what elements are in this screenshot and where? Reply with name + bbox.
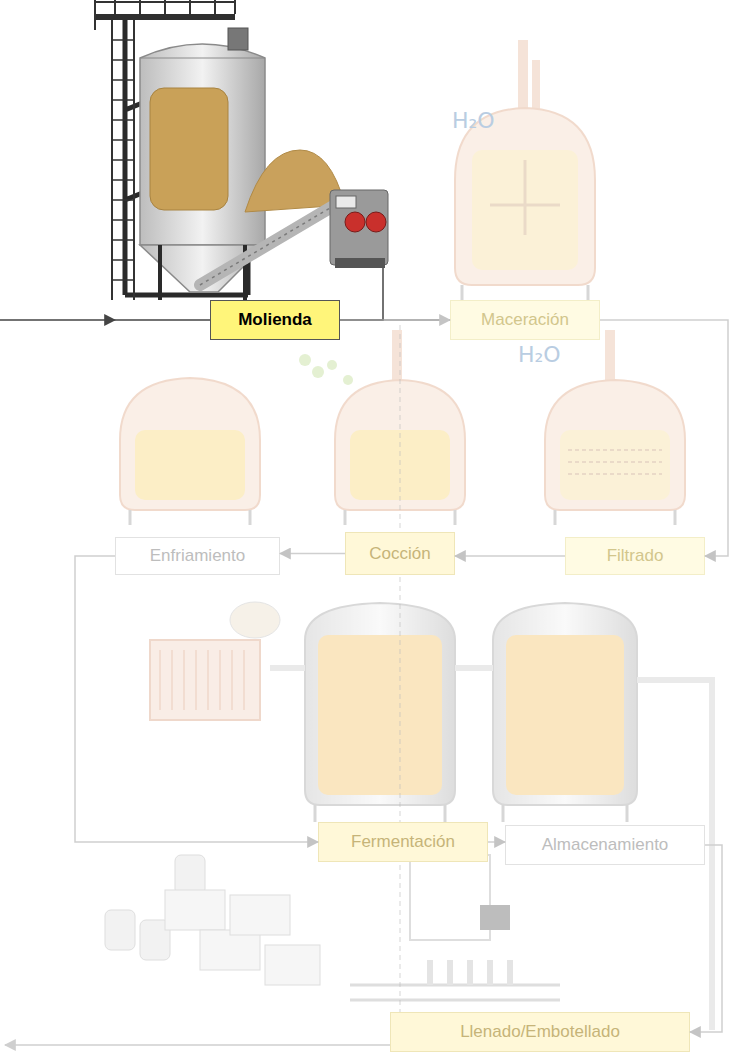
process-box: Filtrado — [565, 537, 705, 575]
step-label: Fermentación — [351, 832, 455, 852]
mash-tun — [455, 108, 595, 285]
false-bottom — [568, 450, 662, 474]
flow-arrow — [280, 553, 345, 555]
flow-arrow — [488, 841, 505, 843]
lauter-tun — [545, 380, 685, 510]
process-box: Molienda — [210, 300, 340, 340]
crate — [200, 930, 260, 970]
water-label: H₂O — [452, 108, 495, 133]
keg — [175, 855, 205, 895]
silo-body — [140, 44, 265, 245]
hop — [299, 354, 311, 366]
filler-frame — [410, 855, 490, 940]
legs — [130, 510, 250, 525]
process-box: Maceración — [450, 300, 600, 340]
yeast — [230, 602, 280, 638]
pipe — [605, 330, 615, 380]
water-label: H₂O — [518, 342, 561, 367]
process-box: Cocción — [345, 532, 455, 575]
hop — [327, 360, 337, 370]
crate — [265, 945, 320, 985]
process-box: Almacenamiento — [505, 825, 705, 865]
step-label: Molienda — [238, 310, 312, 330]
pipe — [270, 668, 712, 1030]
storage-content — [506, 635, 624, 795]
input-arrow — [0, 319, 115, 321]
step-label: Almacenamiento — [542, 835, 669, 855]
conveyor — [350, 985, 560, 1000]
mixer — [490, 160, 560, 235]
input-line — [115, 319, 210, 321]
hop — [343, 375, 353, 385]
step-label: Enfriamiento — [150, 546, 245, 566]
process-box: Llenado/Embotellado — [390, 1012, 690, 1052]
flow-arrow — [75, 556, 318, 842]
step-label: Llenado/Embotellado — [460, 1022, 620, 1042]
ladder-rungs — [112, 40, 134, 280]
feed-line — [340, 265, 383, 320]
fermenter-content — [318, 635, 442, 795]
flow-arrow — [600, 320, 728, 556]
bottles — [430, 960, 510, 985]
pipe — [518, 40, 528, 110]
railing — [95, 0, 235, 30]
auger-screw — [200, 205, 335, 285]
mill-body — [330, 190, 388, 265]
filler-panel — [480, 905, 510, 930]
platform — [95, 14, 235, 20]
flow-arrow — [455, 555, 565, 557]
ladder — [112, 20, 134, 300]
mill-panel — [336, 196, 356, 208]
step-label: Filtrado — [607, 546, 664, 566]
fermenter — [305, 603, 455, 805]
whirlpool-content — [135, 430, 245, 500]
center-line — [400, 325, 401, 1045]
kegs-crates — [105, 855, 320, 985]
step-label: Cocción — [369, 544, 430, 564]
flow-arrow — [340, 319, 450, 321]
mill-base — [335, 258, 385, 268]
legs — [462, 285, 588, 300]
auger — [200, 205, 335, 285]
lauter-content — [560, 430, 670, 500]
process-box: Enfriamiento — [115, 537, 280, 575]
output-arrow — [5, 1044, 390, 1046]
hop — [312, 366, 324, 378]
pipe — [532, 60, 540, 112]
exchanger-plates — [160, 650, 244, 710]
faded-equipment — [105, 40, 712, 1030]
silo-seam — [140, 58, 265, 59]
crate — [230, 895, 290, 935]
storage-tank — [493, 603, 637, 805]
whirlpool — [120, 378, 260, 510]
silo-grain — [150, 88, 228, 210]
legs — [555, 510, 675, 525]
heat-exchanger — [150, 640, 260, 720]
filler — [350, 855, 560, 1000]
crate — [165, 890, 225, 930]
silo-vent — [228, 28, 248, 50]
mill-roller — [345, 212, 365, 232]
mill-roller — [366, 212, 386, 232]
flow-arrow — [690, 845, 722, 1032]
keg — [105, 910, 135, 950]
legs — [315, 805, 627, 822]
step-label: Maceración — [481, 310, 569, 330]
mash-content — [472, 150, 578, 270]
process-box: Fermentación — [318, 822, 488, 862]
